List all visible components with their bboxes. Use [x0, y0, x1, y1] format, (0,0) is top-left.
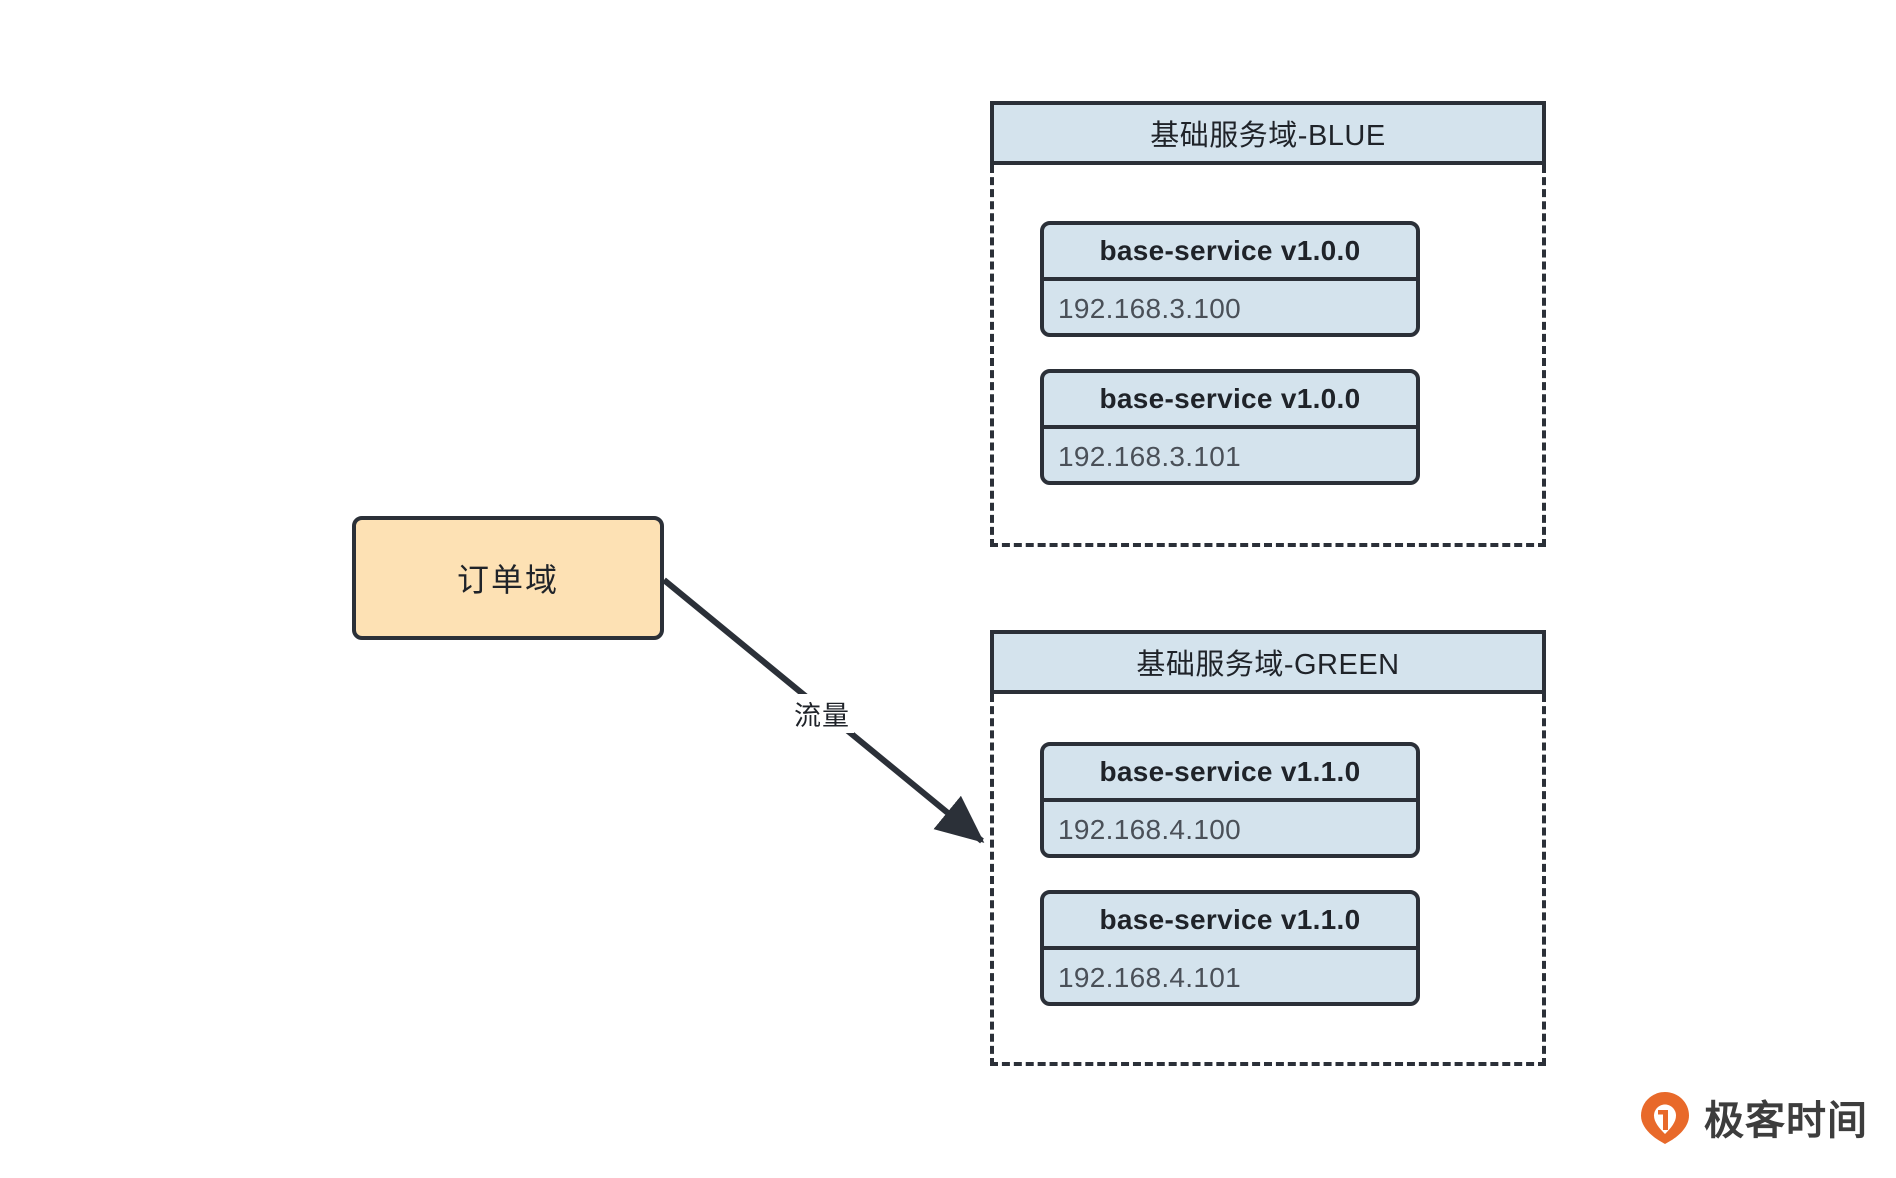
domain-body-blue: base-service v1.0.0 192.168.3.100 base-s… — [990, 165, 1546, 547]
domain-body-green: base-service v1.1.0 192.168.4.100 base-s… — [990, 694, 1546, 1066]
source-node-label: 订单域 — [456, 562, 559, 598]
watermark: 极客时间 — [1638, 1088, 1868, 1146]
domain-group-blue: 基础服务域-BLUE base-service v1.0.0 192.168.3… — [990, 101, 1546, 547]
domain-header-green-label: 基础服务域-GREEN — [1136, 649, 1400, 681]
domain-header-blue: 基础服务域-BLUE — [990, 101, 1546, 165]
service-node-title: base-service v1.0.0 — [1044, 225, 1416, 281]
service-node[interactable]: base-service v1.0.0 192.168.3.100 — [1040, 221, 1420, 337]
domain-header-blue-label: 基础服务域-BLUE — [1150, 120, 1386, 152]
edge-label-traffic: 流量 — [790, 694, 854, 733]
service-node[interactable]: base-service v1.0.0 192.168.3.101 — [1040, 369, 1420, 485]
service-node-ip: 192.168.4.100 — [1058, 814, 1241, 845]
watermark-text: 极客时间 — [1704, 1099, 1868, 1143]
domain-header-green: 基础服务域-GREEN — [990, 630, 1546, 694]
source-node-order-domain[interactable]: 订单域 — [352, 516, 664, 640]
service-node[interactable]: base-service v1.1.0 192.168.4.101 — [1040, 890, 1420, 1006]
service-node-ip: 192.168.3.101 — [1058, 441, 1241, 472]
service-node-ip: 192.168.3.100 — [1058, 293, 1241, 324]
service-node[interactable]: base-service v1.1.0 192.168.4.100 — [1040, 742, 1420, 858]
service-node-title: base-service v1.1.0 — [1044, 894, 1416, 950]
domain-group-green: 基础服务域-GREEN base-service v1.1.0 192.168.… — [990, 630, 1546, 1066]
service-node-title: base-service v1.1.0 — [1044, 746, 1416, 802]
geekbang-logo-icon — [1638, 1090, 1692, 1144]
service-node-ip: 192.168.4.101 — [1058, 962, 1241, 993]
service-node-title: base-service v1.0.0 — [1044, 373, 1416, 429]
